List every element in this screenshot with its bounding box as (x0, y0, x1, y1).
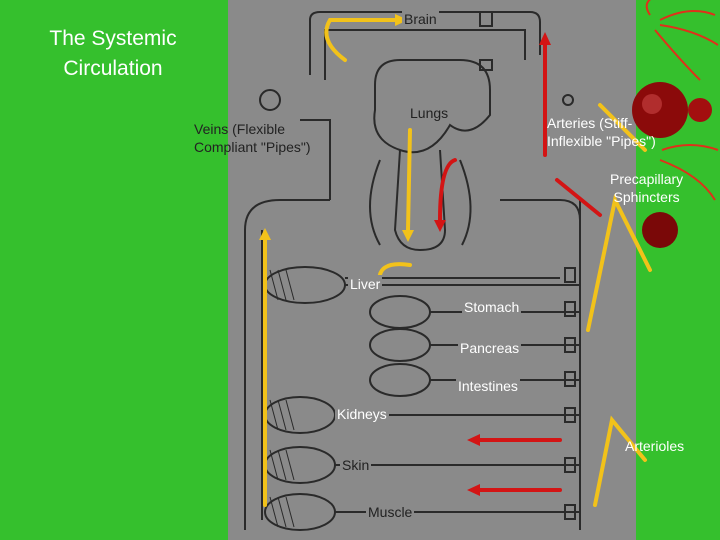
flower-bulb-3 (688, 98, 712, 122)
slide-title: The Systemic Circulation (18, 24, 208, 84)
label-veins-line-2: Compliant "Pipes") (194, 139, 311, 155)
sphincter-liver (564, 267, 576, 283)
sphincter-kidneys (564, 407, 576, 423)
label-stomach: Stomach (462, 298, 522, 316)
label-pancreas: Pancreas (458, 339, 522, 357)
kidneys-shape (264, 396, 336, 434)
label-skin: Skin (340, 456, 372, 474)
intestines-shape (369, 363, 431, 397)
label-brain: Brain (402, 10, 439, 28)
label-liver: Liver (348, 275, 383, 293)
diagram-panel (228, 0, 636, 540)
label-arteries-line-1: Arteries (Stiff- (547, 115, 633, 131)
pancreas-shape (369, 328, 431, 362)
flower-bulb-2 (642, 212, 678, 248)
lungs-outline (373, 59, 491, 154)
label-muscle: Muscle (366, 503, 415, 521)
label-intestines: Intestines (456, 377, 520, 395)
label-kidneys: Kidneys (335, 405, 389, 423)
vein-arrow-lungs (406, 128, 412, 232)
label-veins: Veins (Flexible Compliant "Pipes") (194, 120, 311, 156)
vein-arrow-arterioles (593, 415, 647, 507)
title-line-1: The Systemic (49, 27, 177, 50)
skin-shape (264, 446, 336, 484)
title-line-2: Circulation (63, 57, 163, 80)
label-lungs: Lungs (408, 104, 451, 122)
sphincter-pancreas (564, 337, 576, 353)
label-precap-line-2: Sphincters (613, 189, 680, 205)
sphincter-muscle (564, 504, 576, 520)
stomach-shape (369, 295, 431, 329)
artery-arrow-lungs (438, 158, 457, 222)
brain-sphincter (479, 11, 493, 27)
label-arteries-line-2: Inflexible "Pipes") (547, 133, 656, 149)
valve-circle-left (259, 89, 281, 111)
sphincter-intestines (564, 371, 576, 387)
label-arteries: Arteries (Stiff- Inflexible "Pipes") (547, 114, 656, 150)
label-precapillary: Precapillary Sphincters (610, 170, 683, 206)
label-veins-line-1: Veins (Flexible (194, 121, 286, 137)
sphincter-skin (564, 457, 576, 473)
sphincter-stomach (564, 301, 576, 317)
artery-arrow-precap (555, 178, 602, 217)
valve-circle-right (562, 94, 574, 106)
label-precap-line-1: Precapillary (610, 171, 684, 187)
muscle-shape (264, 493, 336, 531)
vein-arrow-precap (586, 193, 652, 332)
label-arterioles: Arterioles (625, 438, 685, 454)
vein-arrow-arteries (598, 103, 647, 152)
vein-arrow-brain (324, 18, 397, 62)
